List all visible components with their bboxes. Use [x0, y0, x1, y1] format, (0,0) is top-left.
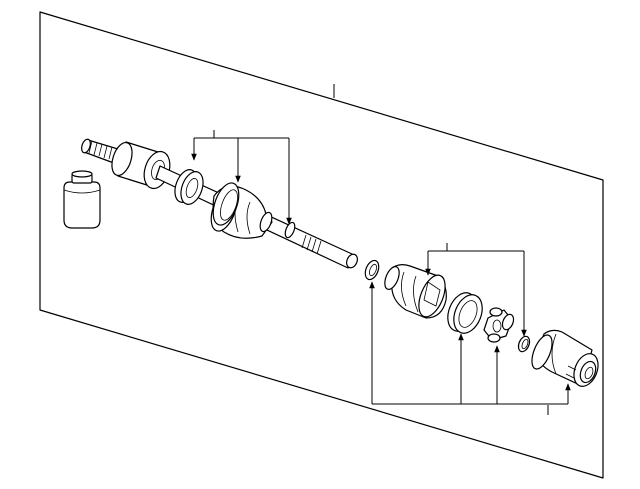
clamp-large-icon	[442, 289, 487, 338]
clamp-small-icon	[171, 167, 207, 208]
diagram-panel	[40, 12, 603, 478]
snap-ring-icon	[363, 258, 382, 281]
leader-group-lower	[369, 281, 571, 404]
inner-joint-housing-icon	[528, 330, 603, 389]
shaft-band-icon	[283, 221, 296, 239]
leader-group-upper	[191, 130, 292, 225]
leader-group-middle	[425, 243, 527, 337]
clamp-outer-icon	[208, 180, 244, 229]
grease-bottle-icon	[64, 171, 100, 228]
outer-joint-icon	[108, 140, 174, 192]
inner-boot-icon	[382, 265, 450, 321]
tripod-icon	[484, 308, 516, 342]
small-snap-ring-icon	[516, 335, 531, 354]
